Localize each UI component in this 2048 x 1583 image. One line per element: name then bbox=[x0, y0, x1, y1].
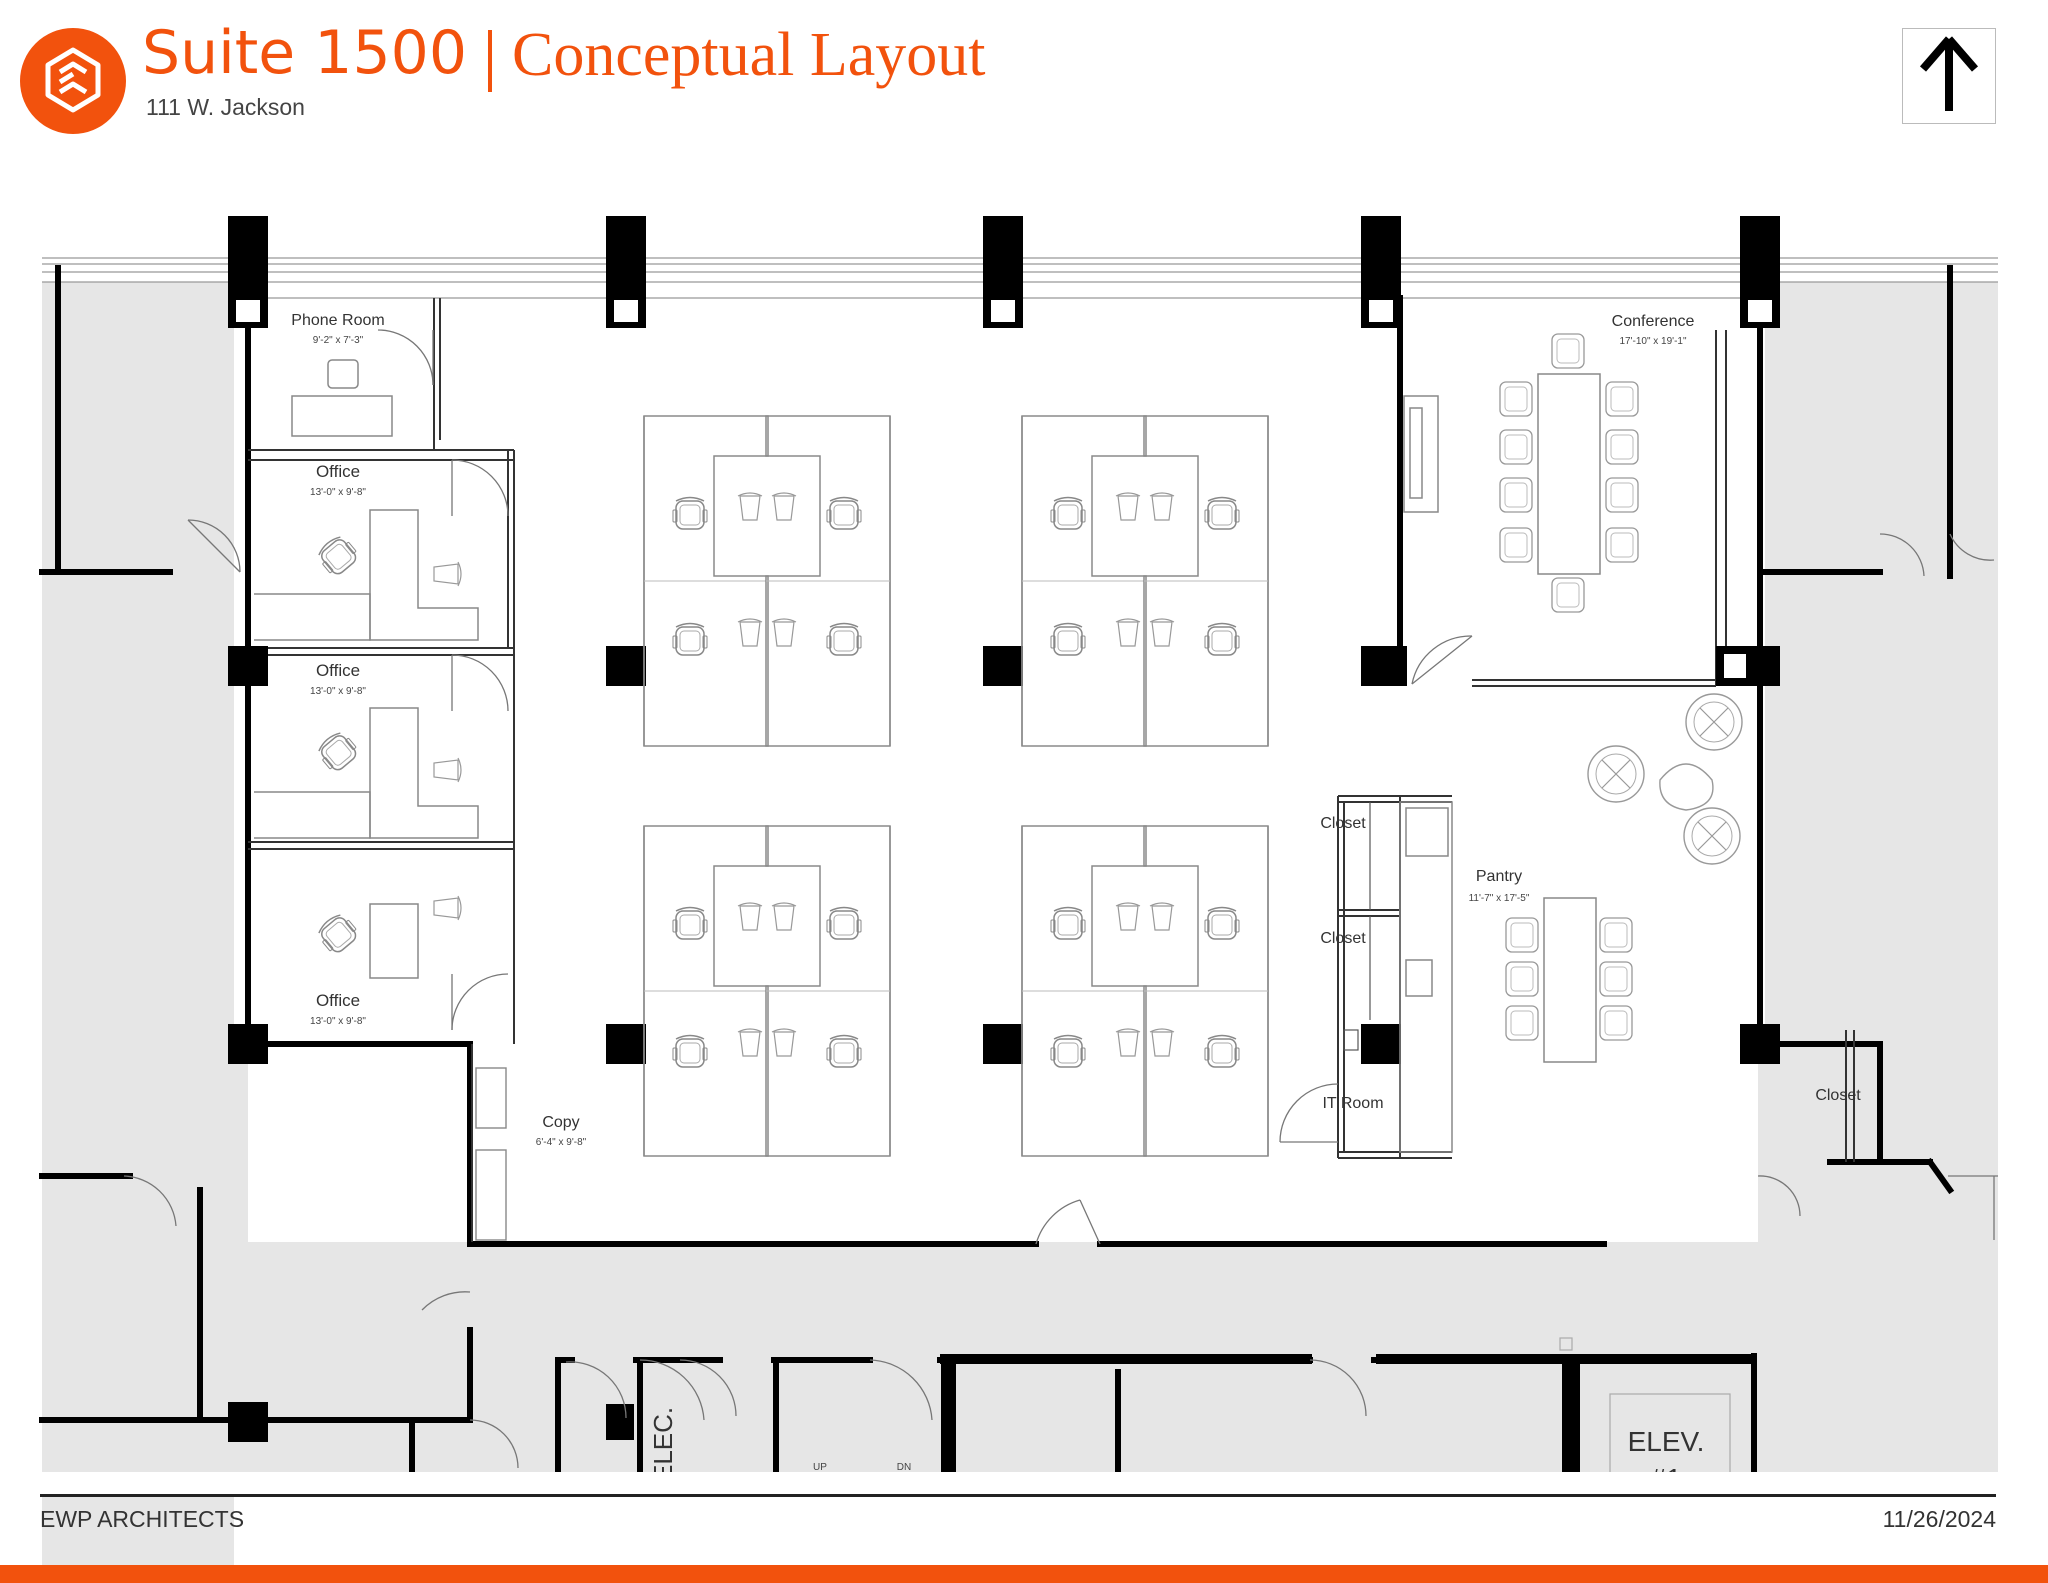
elev-label: ELEV. bbox=[1628, 1426, 1705, 1457]
stair-up-label: UP bbox=[813, 1462, 827, 1473]
copy-label: Copy bbox=[542, 1114, 579, 1131]
footer-rule bbox=[40, 1494, 1996, 1497]
plan-date: 11/26/2024 bbox=[1882, 1506, 1996, 1532]
pantry-size: 11'-7" x 17'-5" bbox=[1469, 893, 1530, 904]
copy-size: 6'-4" x 9'-8" bbox=[536, 1137, 587, 1148]
elec-label: ELEC. bbox=[648, 1407, 678, 1482]
firm-name: EWP ARCHITECTS bbox=[40, 1506, 245, 1532]
office-1-size: 13'-0" x 9'-8" bbox=[310, 487, 366, 498]
title-separator bbox=[488, 30, 492, 92]
north-arrow-icon[interactable] bbox=[1902, 28, 1996, 124]
pantry-label: Pantry bbox=[1476, 868, 1522, 885]
stair-down-label: DN bbox=[897, 1462, 911, 1473]
conference-size: 17'-10" x 19'-1" bbox=[1619, 336, 1687, 347]
ewp-logo-icon bbox=[20, 28, 126, 134]
office-3-label: Office bbox=[316, 991, 360, 1010]
it-room-label: IT Room bbox=[1322, 1095, 1383, 1112]
brand-bar bbox=[0, 1565, 2048, 1583]
phone-room-label: Phone Room bbox=[291, 312, 384, 329]
layout-title: Conceptual Layout bbox=[512, 21, 986, 89]
conference-label: Conference bbox=[1612, 313, 1695, 330]
suite-title: Suite 1500 bbox=[142, 18, 467, 88]
office-1-label: Office bbox=[316, 462, 360, 481]
closet-3-label: Closet bbox=[1815, 1087, 1861, 1104]
office-3-size: 13'-0" x 9'-8" bbox=[310, 1016, 366, 1027]
address: 111 W. Jackson bbox=[146, 94, 305, 120]
office-2-label: Office bbox=[316, 661, 360, 680]
phone-room-size: 9'-2" x 7'-3" bbox=[313, 335, 364, 346]
office-2-size: 13'-0" x 9'-8" bbox=[310, 686, 366, 697]
closet-2-label: Closet bbox=[1320, 930, 1366, 947]
closet-1-label: Closet bbox=[1320, 815, 1366, 832]
